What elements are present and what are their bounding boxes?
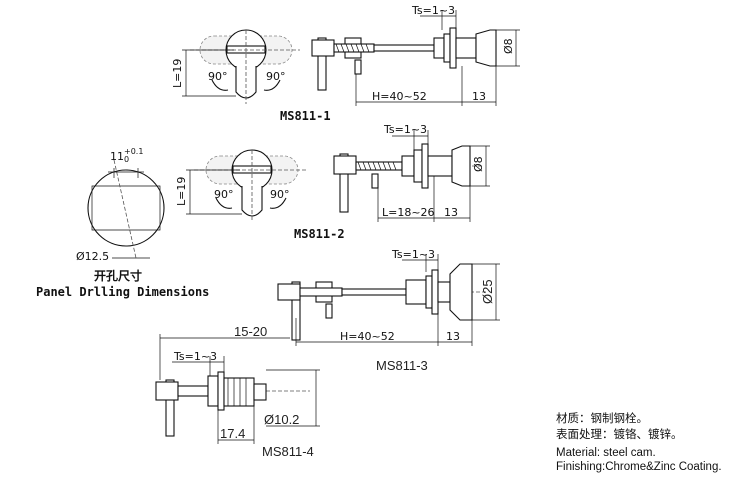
knob-tip <box>253 383 267 401</box>
model-ms811-1: MS811-1 <box>280 109 331 123</box>
model-ms811-3: MS811-3 <box>376 358 428 373</box>
panel-flange <box>443 33 451 63</box>
nut <box>277 283 301 301</box>
threaded-shaft <box>333 43 375 53</box>
angle-right: 90° <box>266 70 286 83</box>
knob-head <box>451 145 471 187</box>
panel-flange <box>207 375 219 407</box>
pin <box>354 59 362 75</box>
angle-left: 90° <box>208 70 228 83</box>
diagonal-center <box>113 159 137 259</box>
cam-plate <box>165 379 175 437</box>
ms811-1-front-view: L=19 90° 90° <box>171 29 300 104</box>
sleeve <box>455 37 477 59</box>
panel-wall <box>217 371 225 411</box>
ts-label: Ts=1~3 <box>411 4 455 17</box>
finish-cn: 表面处理：镀铬、镀锌。 <box>556 427 683 441</box>
nut <box>311 39 335 57</box>
panel-drilling-view: 11 +0.1 0 Ø12.5 开孔尺寸 Panel Drlling Dimen… <box>36 147 209 299</box>
threaded-shaft <box>177 385 209 397</box>
model-ms811-4: MS811-4 <box>262 444 314 459</box>
d13-label: 13 <box>446 330 460 343</box>
ms811-2-front-view: L=19 90° 90° <box>175 149 306 222</box>
shaft <box>373 44 435 52</box>
drilling-title-en: Panel Drlling Dimensions <box>36 285 209 299</box>
knob-body <box>223 377 255 407</box>
cam-plate <box>317 37 327 91</box>
knob-head <box>449 263 473 321</box>
thread-marks <box>357 161 397 171</box>
housing-nut <box>401 155 415 177</box>
phi10-2-label: Ø10.2 <box>264 412 299 427</box>
ms811-2-side-view: Ts=1~3 Ø8 L=18~26 13 <box>333 123 490 222</box>
angle-left: 90° <box>214 188 234 201</box>
ts-label: Ts=1~3 <box>383 123 427 136</box>
nut <box>333 155 357 175</box>
material-cn: 材质：钢制钢栓。 <box>556 411 648 425</box>
ms811-3-side-view: Ts=1~3 Ø25 H=40~52 13 <box>277 248 500 346</box>
nut <box>155 381 179 401</box>
panel-wall <box>421 143 429 189</box>
d13-label: 13 <box>472 90 486 103</box>
flat-cut <box>91 185 161 231</box>
cam-plate <box>339 153 349 213</box>
thread-marks <box>335 43 370 53</box>
phi12-5: Ø12.5 <box>76 250 109 263</box>
rotation-arc-right <box>263 79 281 91</box>
finish-en: Finishing:Chrome&Zinc Coating. <box>556 461 722 473</box>
housing-nut <box>433 37 445 59</box>
sleeve <box>427 155 453 177</box>
threaded-shaft <box>299 287 343 297</box>
shaft <box>341 288 407 296</box>
d15-20-label: 15-20 <box>234 324 267 339</box>
ts-label: Ts=1~3 <box>173 350 217 363</box>
material-en: Material: steel cam. <box>556 447 656 459</box>
phi8-label: Ø8 <box>472 156 485 172</box>
l19-label: L=19 <box>175 177 188 206</box>
d17-4-label: 17.4 <box>220 426 245 441</box>
ms811-4-side-view: 15-20 Ts=1~3 Ø10.2 17.4 <box>155 324 320 444</box>
phi8-label: Ø8 <box>502 38 515 54</box>
housing-nut <box>405 279 427 305</box>
panel-flange <box>425 275 433 309</box>
rotation-arc-right <box>269 197 287 209</box>
tol-zero: 0 <box>124 155 129 164</box>
panel-flange <box>413 149 423 183</box>
panel-wall <box>449 27 457 69</box>
rotation-arc-left <box>211 79 229 91</box>
sleeve <box>437 281 451 303</box>
angle-right: 90° <box>270 188 290 201</box>
drilling-title-cn: 开孔尺寸 <box>94 268 142 283</box>
knurl-lines <box>227 378 247 406</box>
threaded-shaft <box>355 161 403 171</box>
phi25-label: Ø25 <box>480 279 495 304</box>
knob-head <box>475 29 497 67</box>
ms811-1-side-view: Ts=1~3 Ø8 H=40~52 13 <box>311 4 520 106</box>
pin <box>371 173 379 189</box>
rotation-arc-left <box>215 197 233 209</box>
pin <box>325 303 333 319</box>
l19-label: L=19 <box>171 59 184 88</box>
h-label: H=40~52 <box>372 90 427 103</box>
drill-circle <box>87 169 165 247</box>
model-ms811-2: MS811-2 <box>294 227 345 241</box>
tol-plus: +0.1 <box>124 147 143 156</box>
material-notes: 材质：钢制钢栓。 表面处理：镀铬、镀锌。 Material: steel cam… <box>556 411 722 473</box>
ts-label: Ts=1~3 <box>391 248 435 261</box>
l-label: L=18~26 <box>382 206 435 219</box>
h-label: H=40~52 <box>340 330 395 343</box>
panel-wall <box>431 269 439 315</box>
width-11: 11 <box>110 150 124 163</box>
d13-label: 13 <box>444 206 458 219</box>
